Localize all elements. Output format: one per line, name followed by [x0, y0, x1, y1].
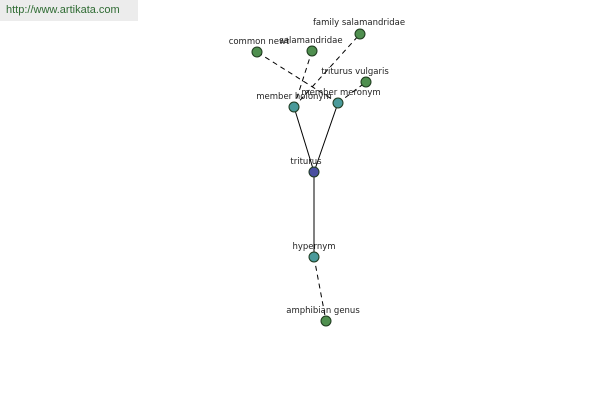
node-label-triturus[interactable]: triturus: [290, 157, 322, 167]
edge-triturus-to-member-holonym: [293, 106, 315, 173]
node-triturus[interactable]: [308, 166, 320, 178]
node-label-hypernym[interactable]: hypernym: [292, 242, 335, 252]
node-hypernym[interactable]: [308, 251, 320, 263]
node-label-amphibian-genus[interactable]: amphibian genus: [286, 306, 360, 316]
node-label-common-newt[interactable]: common newt: [229, 37, 290, 47]
node-triturus-vulgaris[interactable]: [360, 76, 372, 88]
edge-member-holonym-to-salamandridae: [293, 50, 313, 108]
node-label-member-meronym[interactable]: member meronym: [301, 88, 380, 98]
watermark-link[interactable]: http://www.artikata.com: [0, 0, 138, 21]
edge-member-meronym-to-common-newt: [256, 51, 339, 104]
node-member-holonym[interactable]: [288, 101, 300, 113]
node-label-member-holonym[interactable]: member holonym: [256, 92, 331, 102]
node-label-family-salamandridae[interactable]: family salamandridae: [313, 18, 405, 28]
node-salamandridae[interactable]: [306, 45, 318, 57]
node-family-salamandridae[interactable]: [354, 28, 366, 40]
edge-member-holonym-to-family-salamandridae: [293, 33, 361, 108]
edge-member-meronym-to-triturus-vulgaris: [337, 81, 367, 104]
node-label-triturus-vulgaris[interactable]: triturus vulgaris: [321, 67, 389, 77]
node-label-salamandridae[interactable]: salamandridae: [279, 36, 342, 46]
node-amphibian-genus[interactable]: [320, 315, 332, 327]
node-common-newt[interactable]: [251, 46, 263, 58]
node-member-meronym[interactable]: [332, 97, 344, 109]
edge-triturus-to-member-meronym: [313, 102, 339, 173]
edge-hypernym-to-amphibian-genus: [313, 256, 327, 322]
